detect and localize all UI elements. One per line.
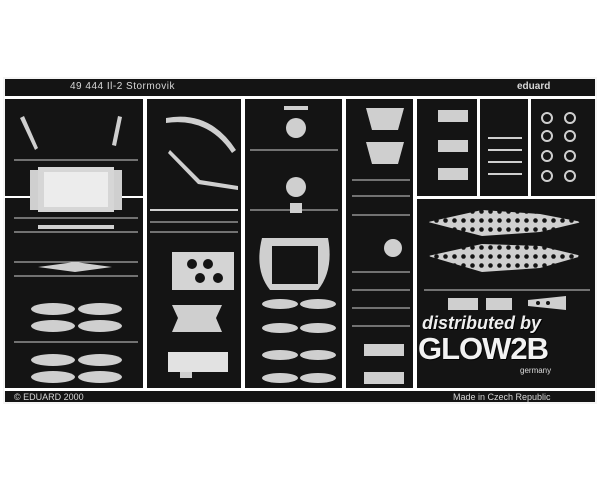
- column-4-parts: [352, 108, 410, 384]
- brand-logo: eduard: [517, 81, 551, 92]
- column-1-parts: [14, 116, 138, 383]
- perforated-flaps: [424, 210, 590, 310]
- origin-text: Made in Czech Republic: [453, 392, 551, 402]
- fret-header: 49 444 Il-2 Stormovik: [70, 81, 175, 92]
- copyright-text: © EDUARD 2000: [14, 392, 84, 402]
- watermark-distributed-by: distributed by: [422, 313, 542, 333]
- watermark-germany: germany: [520, 366, 552, 375]
- column-5-parts: [438, 110, 576, 182]
- column-3-parts: [250, 106, 338, 383]
- frame-channels: [4, 96, 596, 391]
- column-2-parts: [150, 116, 238, 378]
- watermark-glow2b-logo: GLOW2B: [418, 331, 549, 366]
